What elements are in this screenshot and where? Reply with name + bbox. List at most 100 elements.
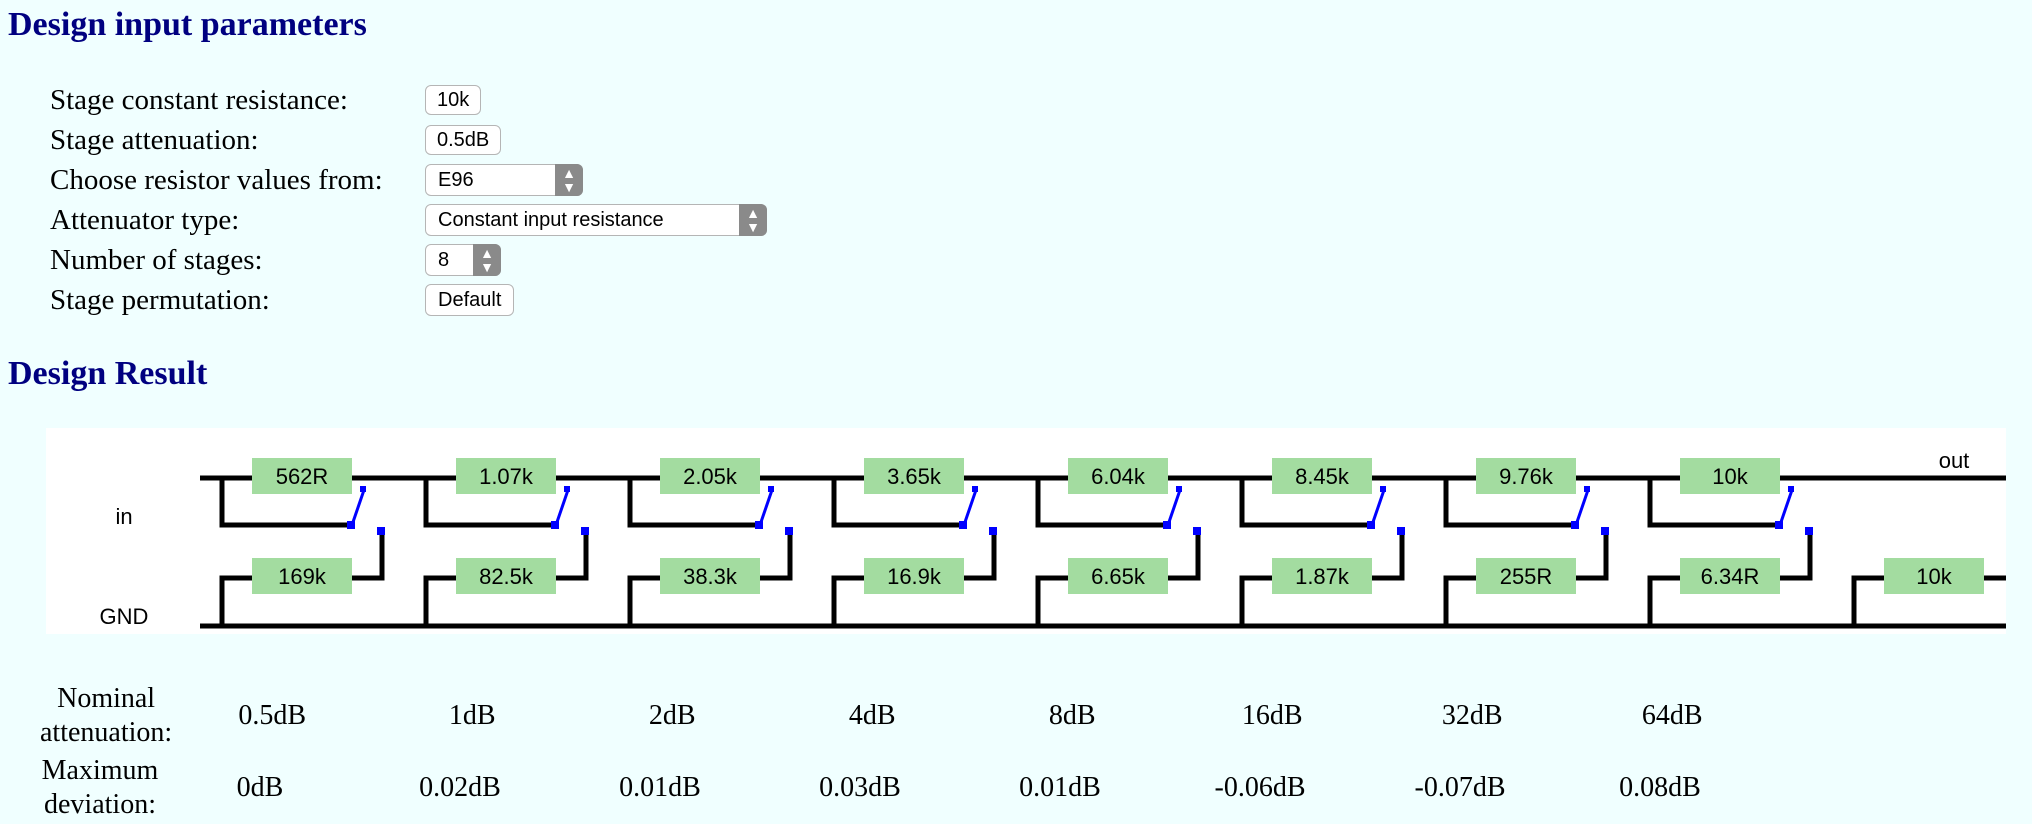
- permutation-button[interactable]: Default: [425, 284, 515, 316]
- series-resistor-body: [1068, 458, 1168, 494]
- bypass-wire: [1239, 478, 1372, 528]
- stages-label: Number of stages:: [50, 243, 263, 276]
- resistance-label: Stage constant resistance:: [50, 83, 348, 116]
- termination-resistor-body: [1884, 558, 1984, 594]
- switch-contact: [581, 527, 589, 535]
- deviation-value: 0.02dB: [419, 772, 501, 803]
- stages-select[interactable]: 8 ▲▼: [425, 244, 501, 276]
- deviation-header: Maximum deviation:: [40, 754, 160, 822]
- type-select[interactable]: Constant input resistance ▲▼: [425, 204, 767, 236]
- schematic-background: [46, 428, 2006, 634]
- switch-contact: [1397, 527, 1405, 535]
- shunt-resistor-value: 255R: [1500, 564, 1553, 589]
- series-select[interactable]: E96 ▲▼: [425, 164, 583, 196]
- deviation-value: -0.07dB: [1414, 772, 1506, 803]
- resistance-input[interactable]: 10k: [425, 85, 482, 115]
- bypass-wire: [219, 478, 352, 528]
- termination-resistor: 10k: [1884, 558, 1984, 594]
- switch-contact: [551, 521, 559, 529]
- shunt-resistor: 6.65k: [1068, 558, 1168, 594]
- series-resistor-value: 3.65k: [887, 464, 942, 489]
- row-stages: Number of stages: 8 ▲▼: [50, 242, 501, 278]
- deviation-value: -0.06dB: [1214, 772, 1306, 803]
- switch-contact: [989, 527, 997, 535]
- switch-contact: [755, 521, 763, 529]
- shunt-resistor-body: [864, 558, 964, 594]
- nominal-value: 32dB: [1441, 700, 1503, 731]
- series-resistor: 562R: [252, 458, 352, 494]
- shunt-resistor: 6.34R: [1680, 558, 1780, 594]
- shunt-resistor-value: 82.5k: [479, 564, 534, 589]
- row-resistance: Stage constant resistance: 10k: [50, 82, 482, 118]
- switch-pivot: [564, 486, 570, 492]
- switch-blade: [1370, 489, 1386, 526]
- switch-pivot: [1176, 486, 1182, 492]
- gnd-label: GND: [100, 604, 149, 629]
- shunt-resistor: 1.87k: [1272, 558, 1372, 594]
- row-type: Attenuator type: Constant input resistan…: [50, 202, 767, 238]
- shunt-resistor-body: [660, 558, 760, 594]
- shunt-resistor: 38.3k: [660, 558, 760, 594]
- series-resistor-value: 6.04k: [1091, 464, 1146, 489]
- switch-pivot: [1380, 486, 1386, 492]
- bypass-wire: [627, 478, 760, 528]
- switch-pivot: [1584, 486, 1590, 492]
- shunt-resistor-body: [1068, 558, 1168, 594]
- bypass-wire: [831, 478, 964, 528]
- switch-contact: [1193, 527, 1201, 535]
- series-resistor: 2.05k: [660, 458, 760, 494]
- switch-blade: [350, 489, 366, 526]
- attenuation-input[interactable]: 0.5dB: [425, 125, 502, 155]
- switch-contact: [1163, 521, 1171, 529]
- nominal-value: 4dB: [848, 700, 896, 731]
- deviation-value: 0dB: [236, 772, 284, 803]
- shunt-resistor: 169k: [252, 558, 352, 594]
- series-resistor-value: 9.76k: [1499, 464, 1554, 489]
- series-label: Choose resistor values from:: [50, 163, 383, 196]
- series-resistor: 9.76k: [1476, 458, 1576, 494]
- nominal-value: 2dB: [648, 700, 696, 731]
- deviation-value: 0.08dB: [1619, 772, 1701, 803]
- shunt-resistor-body: [1476, 558, 1576, 594]
- chevron-updown-icon: ▲▼: [555, 164, 583, 196]
- series-resistor-value: 8.45k: [1295, 464, 1350, 489]
- deviation-header-line2: deviation:: [44, 789, 156, 820]
- shunt-resistor: 255R: [1476, 558, 1576, 594]
- shunt-resistor-value: 16.9k: [887, 564, 942, 589]
- shunt-resistor: 82.5k: [456, 558, 556, 594]
- attenuator-schematic: in GND out 562R169k1.07k82.5k2.05k38.3k3…: [46, 428, 2006, 634]
- shunt-resistor-body: [1680, 558, 1780, 594]
- stages-select-value: 8: [438, 248, 450, 271]
- deviation-value: 0.03dB: [819, 772, 901, 803]
- bypass-wire: [1035, 478, 1168, 528]
- bypass-wire: [423, 478, 556, 528]
- params-heading: Design input parameters: [8, 6, 367, 43]
- switch-blade: [962, 489, 978, 526]
- series-resistor-body: [660, 458, 760, 494]
- switch-contact: [1805, 527, 1813, 535]
- row-series: Choose resistor values from: E96 ▲▼: [50, 162, 583, 198]
- switch-contact: [377, 527, 385, 535]
- series-resistor-body: [456, 458, 556, 494]
- switch-contact: [959, 521, 967, 529]
- series-resistor-body: [1272, 458, 1372, 494]
- bypass-wire: [1443, 478, 1576, 528]
- nominal-value: 1dB: [448, 700, 496, 731]
- series-select-value: E96: [438, 168, 474, 191]
- series-resistor-value: 562R: [276, 464, 329, 489]
- switch-contact: [1571, 521, 1579, 529]
- nominal-header-line2: attenuation:: [40, 717, 173, 748]
- shunt-resistor-body: [252, 558, 352, 594]
- out-label: out: [1939, 448, 1970, 473]
- series-resistor-body: [1476, 458, 1576, 494]
- switch-blade: [1574, 489, 1590, 526]
- switch-pivot: [768, 486, 774, 492]
- shunt-resistor-body: [1272, 558, 1372, 594]
- nominal-value: 16dB: [1241, 700, 1303, 731]
- type-label: Attenuator type:: [50, 203, 240, 236]
- series-resistor: 6.04k: [1068, 458, 1168, 494]
